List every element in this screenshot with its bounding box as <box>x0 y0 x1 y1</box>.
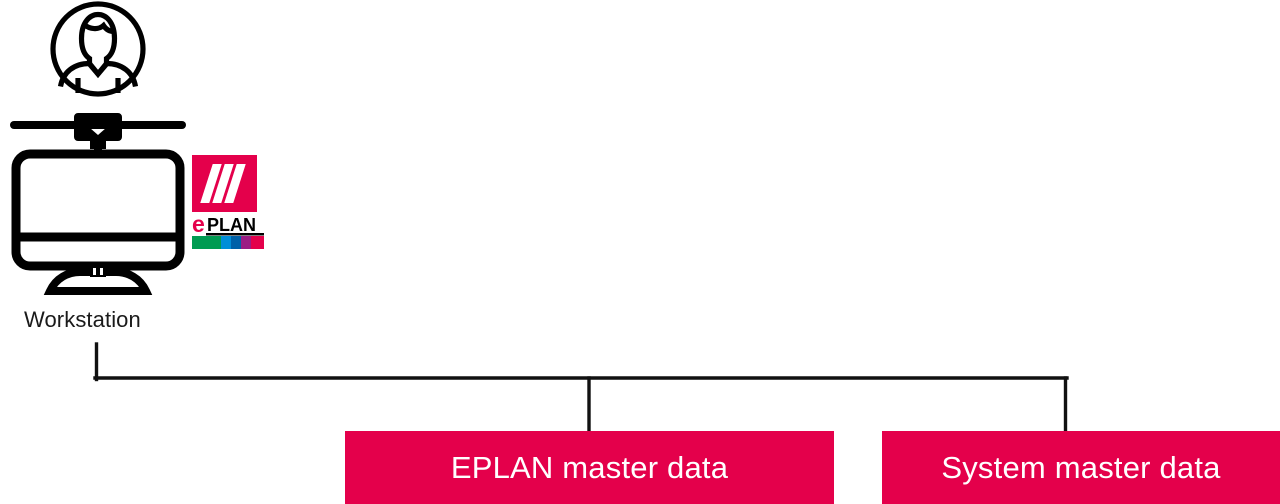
eplan-logo: e PLAN <box>192 155 264 256</box>
user-avatar-icon <box>45 0 151 98</box>
eplan-logo-colorbar <box>192 236 264 249</box>
eplan-colorbar-light-blue <box>220 236 231 249</box>
eplan-colorbar-purple <box>240 236 252 249</box>
eplan-logo-mark <box>192 155 257 212</box>
connector-lines <box>0 330 1280 445</box>
eplan-colorbar-dark-blue <box>230 236 241 249</box>
system-master-data-label: System master data <box>941 449 1221 485</box>
eplan-master-data-label: EPLAN master data <box>450 449 729 485</box>
eplan-colorbar-green <box>192 236 221 249</box>
eplan-wordmark-plan: PLAN <box>207 215 256 235</box>
eplan-colorbar-crimson <box>251 236 264 249</box>
workstation-label: Workstation <box>24 307 141 332</box>
desktop-monitor-icon <box>6 110 190 295</box>
eplan-logo-wordmark: e PLAN <box>192 211 264 238</box>
eplan-master-data-box[interactable]: EPLAN master data <box>345 431 834 504</box>
system-master-data-box[interactable]: System master data <box>882 431 1280 504</box>
eplan-wordmark-e: e <box>192 212 205 237</box>
